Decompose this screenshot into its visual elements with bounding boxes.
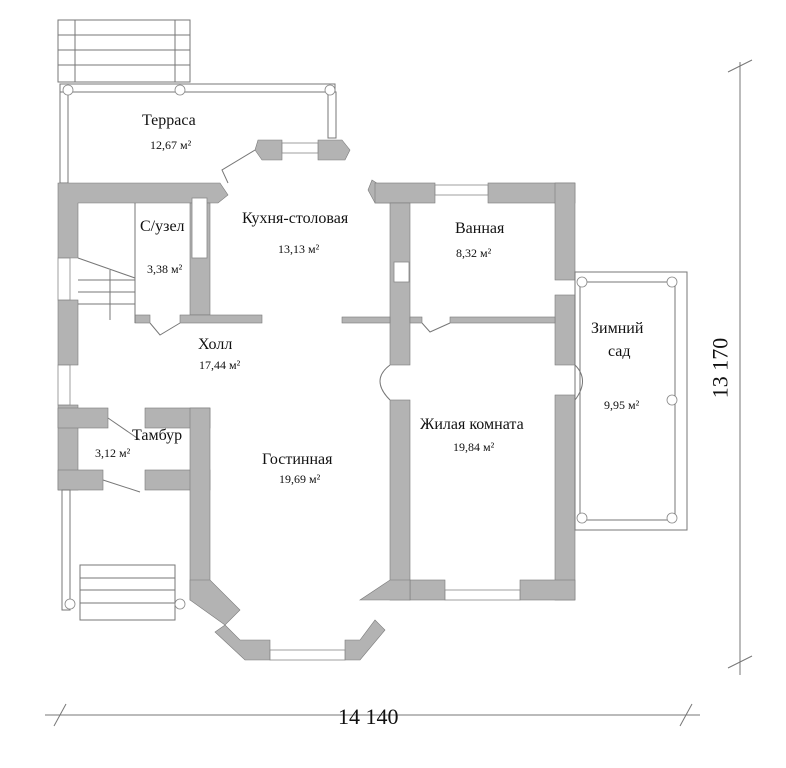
winter-garden-frame <box>574 271 688 531</box>
bedroom-area: 19,84 м² <box>453 440 495 454</box>
living-room-area: 19,69 м² <box>279 472 321 486</box>
kitchen-label: Кухня-столовая <box>242 210 349 227</box>
vestibule-area: 3,12 м² <box>95 446 131 460</box>
terrace-stairs <box>57 19 191 83</box>
dimension-lines <box>45 59 753 727</box>
winter-garden-area: 9,95 м² <box>604 398 640 412</box>
living-room-label: Гостинная <box>262 451 333 468</box>
bathroom-area: 8,32 м² <box>456 246 492 260</box>
windows <box>57 142 521 661</box>
toilet-label: С/узел <box>140 218 185 235</box>
walls <box>57 139 576 661</box>
vestibule-label: Тамбур <box>132 427 183 444</box>
bathroom-label: Ванная <box>455 220 505 237</box>
hall-label: Холл <box>198 336 233 353</box>
interior-stairs <box>77 203 136 323</box>
bedroom-label: Жилая комната <box>420 416 524 433</box>
winter-garden-label-2: сад <box>608 343 631 360</box>
doors <box>102 149 583 493</box>
winter-garden-label-1: Зимний <box>591 320 644 337</box>
entrance-porch <box>61 489 186 621</box>
kitchen-area: 13,13 м² <box>278 242 320 256</box>
terrace-label: Терраса <box>142 112 196 129</box>
terrace-area: 12,67 м² <box>150 138 192 152</box>
height-dimension: 13 170 <box>707 337 733 399</box>
hall-area: 17,44 м² <box>199 358 241 372</box>
toilet-area: 3,38 м² <box>147 262 183 276</box>
terrace-railing <box>59 83 337 184</box>
width-dimension: 14 140 <box>338 704 399 729</box>
